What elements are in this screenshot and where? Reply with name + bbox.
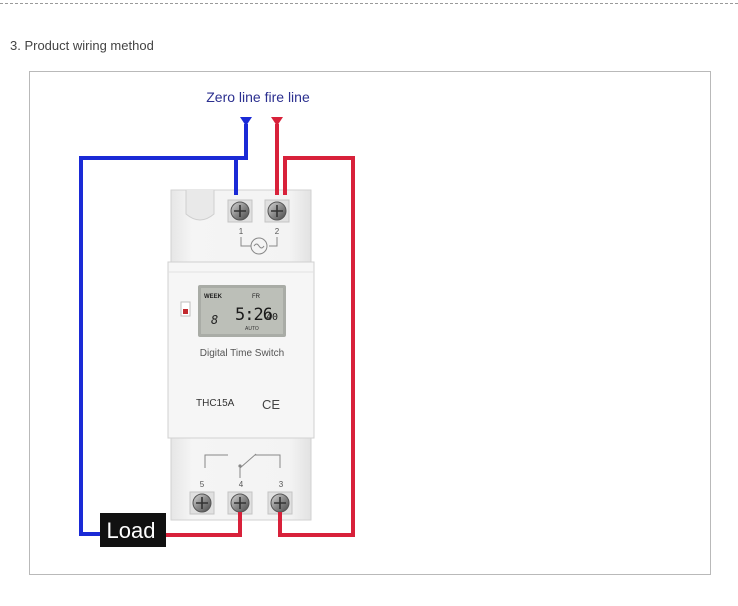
relay-switch-icon bbox=[239, 453, 257, 478]
lcd-day-label: FR bbox=[252, 294, 261, 300]
neutral-arrow-icon bbox=[240, 117, 252, 126]
terminal-1-label: 1 bbox=[239, 227, 244, 236]
live-arrow-icon bbox=[271, 117, 283, 126]
terminal-4-label: 4 bbox=[239, 480, 244, 489]
diagram-frame bbox=[29, 71, 711, 575]
load-box bbox=[100, 513, 166, 547]
terminal-3-label: 3 bbox=[279, 480, 284, 489]
device-model: THC15A bbox=[196, 398, 235, 409]
lcd-week-label: WEEK bbox=[204, 294, 223, 300]
neutral-wire-to-terminal-1 bbox=[234, 124, 248, 195]
switched-wire-to-load bbox=[166, 512, 242, 537]
lcd-mode: AUTO bbox=[245, 326, 259, 332]
device-name: Digital Time Switch bbox=[200, 348, 284, 359]
lcd-screen bbox=[201, 288, 283, 334]
lcd-program-number: 8 bbox=[211, 313, 218, 327]
time-switch-device: 1 2 WEEK FR 8 5:26 40 AUTO Digital Time … bbox=[167, 189, 315, 521]
terminal-2-label: 2 bbox=[275, 227, 280, 236]
load-label: Load bbox=[107, 518, 156, 543]
lcd-time: 5:26 bbox=[235, 305, 273, 325]
terminal-5-label: 5 bbox=[200, 480, 205, 489]
ac-supply-icon bbox=[250, 237, 268, 255]
din-clip bbox=[185, 190, 215, 221]
lcd-seconds: 40 bbox=[266, 312, 278, 323]
neutral-wire-to-load bbox=[79, 156, 236, 536]
supply-lines-label: Zero line fire line bbox=[206, 89, 310, 105]
top-divider bbox=[0, 3, 738, 4]
live-wire-to-terminal-3 bbox=[278, 156, 355, 537]
ce-mark: CE bbox=[262, 397, 280, 412]
section-title: 3. Product wiring method bbox=[10, 38, 154, 53]
